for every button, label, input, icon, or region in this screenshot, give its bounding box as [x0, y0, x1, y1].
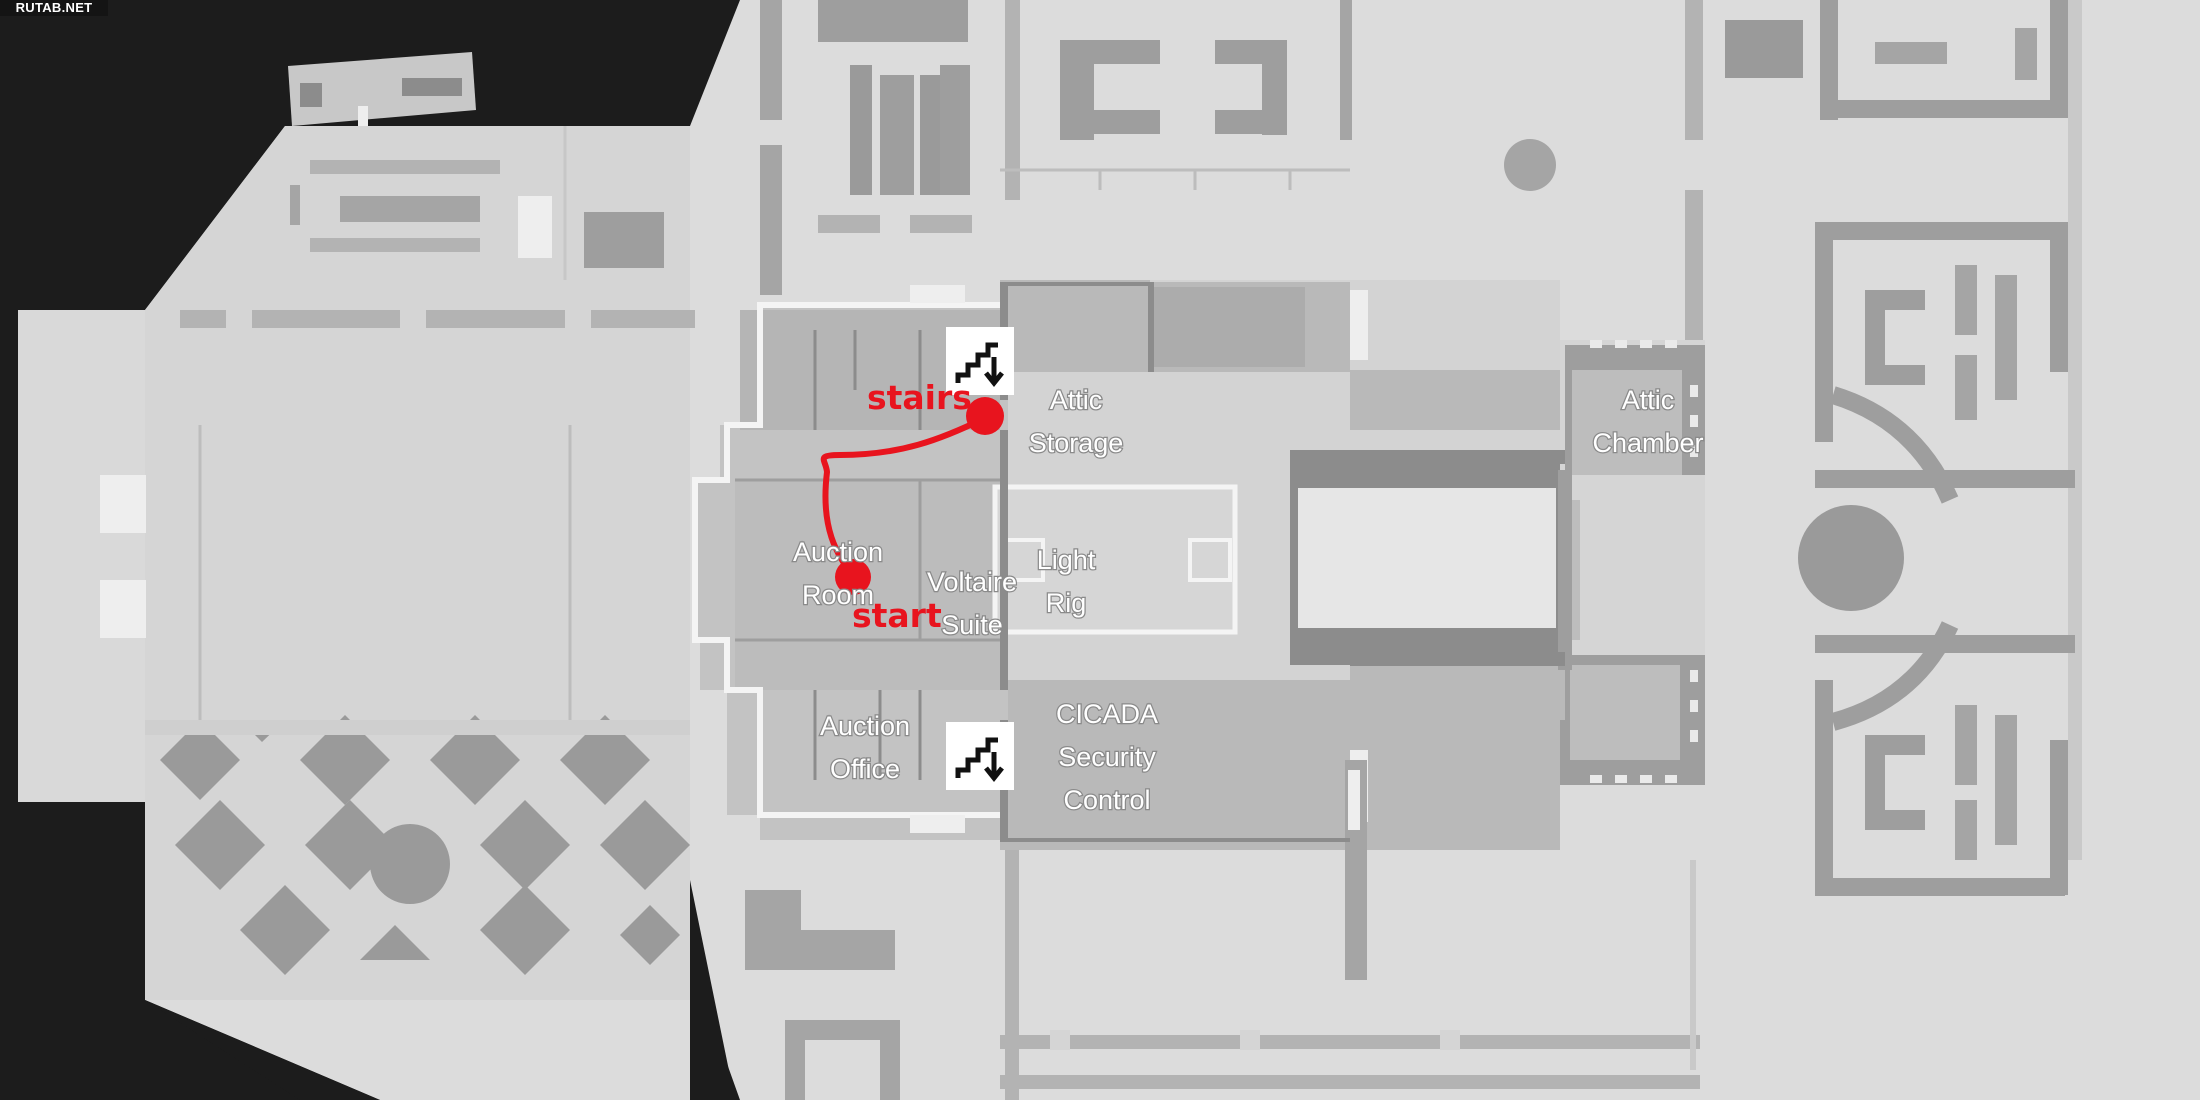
- watermark: RUTAB.NET: [0, 0, 108, 16]
- stairs-down-icon[interactable]: [946, 327, 1014, 395]
- void-area: [0, 0, 740, 1100]
- rotunda: [1798, 505, 1904, 611]
- right-wing: [1725, 0, 2082, 896]
- north-blocks: [760, 0, 1703, 340]
- left-wing: [18, 52, 695, 1000]
- south-blocks: [745, 850, 1700, 1100]
- start-marker[interactable]: [835, 559, 871, 595]
- start-label: start: [852, 596, 942, 635]
- courtyard-diamonds: [160, 715, 690, 975]
- stairs-down-icon[interactable]: [946, 722, 1014, 790]
- stairs-label: stairs: [867, 378, 972, 417]
- route-line: [820, 415, 988, 578]
- stairs-marker[interactable]: [966, 397, 1004, 435]
- level-outline: [692, 302, 1000, 818]
